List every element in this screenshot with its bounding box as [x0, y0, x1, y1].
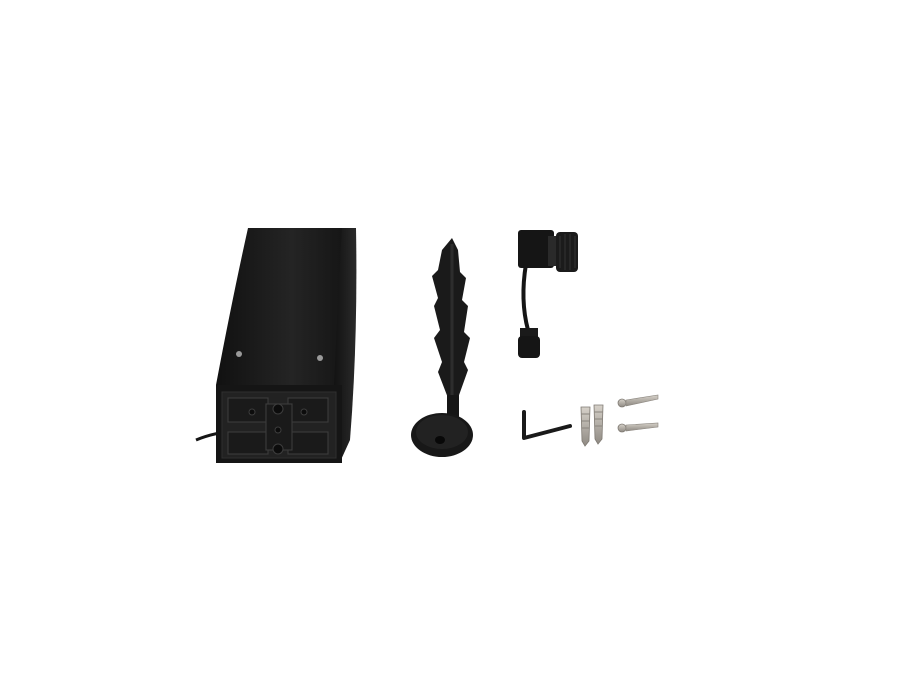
mounting-plate — [227, 397, 329, 455]
screw — [617, 394, 659, 408]
housing-screw — [317, 355, 323, 361]
mounting-holes — [248, 403, 308, 455]
allen-key — [522, 410, 572, 440]
wall-plugs — [580, 404, 604, 447]
cable-connector — [518, 230, 578, 358]
screws — [617, 394, 659, 433]
light-housing — [195, 228, 357, 463]
ground-spike — [411, 238, 473, 457]
housing-screw — [236, 351, 242, 357]
screw — [617, 422, 659, 433]
